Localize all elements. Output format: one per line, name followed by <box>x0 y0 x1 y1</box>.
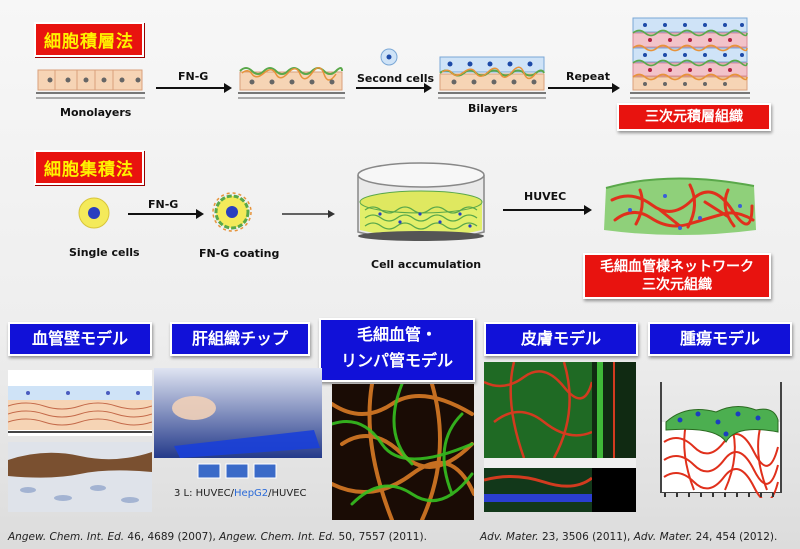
repeat-label: Repeat <box>566 70 610 83</box>
tumor-model-tag: 腫瘍モデル <box>648 322 792 356</box>
skin-model-tag: 皮膚モデル <box>484 322 638 356</box>
liver-chip-photo <box>154 368 322 458</box>
citation-right-ref2: 24, 454 (2012). <box>692 531 778 543</box>
single-cells-label: Single cells <box>69 246 140 259</box>
citation-left: Angew. Chem. Int. Ed. 46, 4689 (2007), A… <box>8 531 427 543</box>
multilayer-illustration <box>630 17 750 99</box>
chip-wells-icon <box>197 463 277 479</box>
capillary-network-tissue-label: 毛細血管様ネットワーク 三次元組織 <box>583 253 771 299</box>
huvec-label: HUVEC <box>524 190 567 203</box>
capillary-lymph-line2: リンパ管モデル <box>340 351 453 370</box>
capillary-network-line2: 三次元組織 <box>642 277 712 293</box>
coated-monolayer-illustration <box>238 67 345 99</box>
accumulation-diagram <box>78 162 756 241</box>
capillary-network-line1: 毛細血管様ネットワーク <box>600 259 754 275</box>
vessel-wall-histology-image <box>8 442 152 512</box>
skin-model-micrograph <box>484 362 636 512</box>
citation-right: Adv. Mater. 23, 3506 (2011), Adv. Mater.… <box>480 531 777 543</box>
liver-chip-tag: 肝組織チップ <box>170 322 310 356</box>
chip-caption-prefix: 3 L: HUVEC/ <box>174 488 235 499</box>
3d-layered-tissue-label: 三次元積層組織 <box>617 103 771 131</box>
capillary-lymph-model-tag: 毛細血管・ リンパ管モデル <box>319 318 475 382</box>
capillary-lymph-line1: 毛細血管・ <box>356 325 437 344</box>
culture-dish-illustration <box>357 162 485 241</box>
accumulation-method-tag: 細胞集積法 <box>34 150 144 185</box>
vessel-wall-model-tag: 血管壁モデル <box>8 322 152 356</box>
tumor-model-illustration <box>660 382 782 498</box>
bilayer-illustration <box>438 56 546 99</box>
vessel-wall-illustration <box>8 370 152 436</box>
monolayer-illustration <box>36 69 145 99</box>
fng-label-2: FN-G <box>148 198 179 211</box>
cell-accumulation-label: Cell accumulation <box>371 258 482 271</box>
chip-caption-suffix: /HUVEC <box>268 488 307 499</box>
chip-caption-hepg2: HepG2 <box>234 488 269 499</box>
fng-coating-label: FN-G coating <box>199 247 280 260</box>
capillary-lymph-micrograph <box>332 384 474 520</box>
citation-right-journal1: Adv. Mater. <box>480 531 539 543</box>
capillary-network-illustration <box>604 177 756 235</box>
monolayers-label: Monolayers <box>60 106 132 119</box>
citation-left-journal1: Angew. Chem. Int. Ed. <box>8 531 125 543</box>
citation-right-ref1: 23, 3506 (2011), <box>538 531 631 543</box>
fng-label-1: FN-G <box>178 70 209 83</box>
second-cells-label: Second cells <box>357 72 435 85</box>
citation-left-journal2: Angew. Chem. Int. Ed. <box>219 531 336 543</box>
layer-method-tag: 細胞積層法 <box>34 22 144 57</box>
citation-left-ref1: 46, 4689 (2007), <box>124 531 216 543</box>
layering-diagram <box>36 17 750 99</box>
citation-left-ref2: 50, 7557 (2011). <box>335 531 427 543</box>
chip-caption: 3 L: HUVEC/HepG2/HUVEC <box>174 488 307 499</box>
citation-right-journal2: Adv. Mater. <box>633 531 693 543</box>
bilayers-label: Bilayers <box>468 102 518 115</box>
